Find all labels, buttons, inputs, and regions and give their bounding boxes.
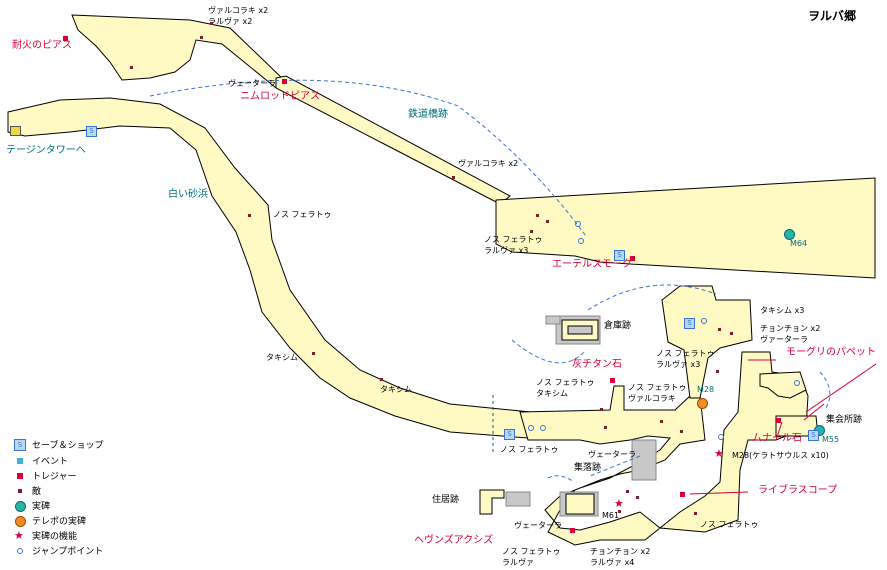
treasure-taika: 耐火のピアス <box>12 40 72 51</box>
treasure-haitan: 灰チタン石 <box>572 359 622 370</box>
legend-mechanism: ★ 実碑の機能 <box>14 529 77 542</box>
mechanism-star-icon: ★ <box>714 447 724 460</box>
legend-jump-label: ジャンプポイント <box>32 547 104 557</box>
monument-m61-label: M61 <box>602 511 620 520</box>
enemy-label: タキシム <box>536 389 568 398</box>
legend-enemy-label: 敵 <box>32 487 42 497</box>
jump-point-icon <box>14 545 26 557</box>
treasure-icon <box>776 418 781 423</box>
enemy-label: ノス フェラトゥ <box>500 445 559 454</box>
jump-routes <box>149 79 831 483</box>
enemy-label: ヴェーターラ <box>228 79 276 88</box>
shukaijo-wing <box>759 371 807 399</box>
treasure-icon <box>610 378 615 383</box>
treasure-library: ライブラスコープ <box>758 485 838 496</box>
legend-treasure: トレジャー <box>14 469 77 482</box>
building-interiors <box>479 319 599 515</box>
save-shop-icon: S <box>14 438 26 451</box>
exit-marker-icon <box>10 126 21 136</box>
treasure-icon <box>570 528 575 533</box>
area-shiroi: 白い砂浜 <box>168 189 208 200</box>
enemy-label: ノス フェラトゥ <box>656 349 715 358</box>
enemy-label: ラルヴァ <box>502 558 534 567</box>
legend-event-label: イベント <box>32 457 69 467</box>
enemy-label: ヴェーターラ <box>588 450 636 459</box>
enemy-label: ヴァルコラキ <box>628 394 676 403</box>
area-shukaijo: 集会所跡 <box>826 415 863 425</box>
treasure-icon <box>63 36 68 41</box>
legend-teleport: テレポの実碑 <box>14 514 86 527</box>
mechanism-star-icon: ★ <box>14 528 24 542</box>
enemy-label: ノス フェラトゥ <box>628 383 687 392</box>
legend-treasure-label: トレジャー <box>32 472 77 482</box>
treasure-icon <box>282 79 287 84</box>
treasure-icon <box>680 492 685 497</box>
enemy-label: ヴァルコラキ x2 <box>458 159 519 168</box>
enemy-label: ノス フェラトゥ <box>536 378 595 387</box>
page-title: ヲルバ郷 <box>808 9 857 23</box>
treasure-icon <box>14 470 26 482</box>
enemy-label: ラルヴァ x3 <box>656 360 701 369</box>
area-tetsudo: 鉄道橋跡 <box>408 109 448 120</box>
walkable-ground <box>7 14 876 546</box>
mechanism-star-icon: ★ <box>614 497 624 510</box>
legend-mechanism-label: 実碑の機能 <box>32 532 78 542</box>
save-shop-icon: S <box>684 318 695 329</box>
monument-m28-icon <box>697 398 708 409</box>
legend-monument-label: 実碑 <box>32 502 51 512</box>
monument-m55-label: M55 <box>822 435 840 444</box>
monument-m64-label: M64 <box>790 239 808 248</box>
enemy-label: ノス フェラトゥ <box>502 547 561 556</box>
enemy-label: ヴァーターラ <box>760 335 808 344</box>
treasure-moogle: モーグリのパペット <box>786 347 876 358</box>
enemy-label: タキシム <box>266 353 298 362</box>
enemy-label: ノス フェラトゥ <box>273 210 332 219</box>
enemy-label: ラルヴァ x4 <box>590 558 635 567</box>
legend-save-label: セーブ＆ショップ <box>32 441 104 451</box>
legend-monument: 実碑 <box>14 499 50 512</box>
save-shop-icon: S <box>614 250 625 261</box>
enemy-label: ノス フェラトゥ <box>484 235 543 244</box>
monument-icon <box>14 500 26 512</box>
area-jukyo: 住居跡 <box>432 495 460 505</box>
legend-save: S セーブ＆ショップ <box>14 438 103 451</box>
enemy-label: タキシム <box>380 385 412 394</box>
treasure-heavens: ヘヴンズアクシズ <box>414 535 494 546</box>
monument-m64-icon <box>784 229 795 240</box>
leader-lines <box>689 359 877 495</box>
save-shop-icon: S <box>504 429 515 440</box>
enemy-label: ラルヴァ x3 <box>484 246 529 255</box>
teleport-monument-icon <box>14 515 26 527</box>
enemy-label: ヴェーターラ <box>514 521 562 530</box>
legend-teleport-label: テレポの実碑 <box>32 517 87 527</box>
save-shop-icon: S <box>86 126 97 137</box>
legend-event: イベント <box>14 454 68 467</box>
area-souko: 倉庫跡 <box>604 321 632 331</box>
treasure-nimrod: ニムロッドピアス <box>240 91 320 102</box>
legend-enemy: 敵 <box>14 484 41 497</box>
enemy-label: ラルヴァ x2 <box>208 17 253 26</box>
enemy-label: チョンチョン x2 <box>760 324 821 333</box>
enemy-label: タキシム x3 <box>760 306 805 315</box>
save-shop-icon: S <box>808 430 819 441</box>
legend-jump: ジャンプポイント <box>14 544 103 557</box>
enemy-label: チョンチョン x2 <box>590 547 651 556</box>
treasure-ether: エーテルスモーク <box>552 259 632 270</box>
event-icon <box>14 455 26 467</box>
enemy-label: ヴァルコラキ x2 <box>208 6 269 15</box>
monument-m28-label: M28 <box>697 385 715 394</box>
monument-m28b-label: M28(ケラトサウルス x10) <box>732 451 829 460</box>
treasure-icon <box>630 256 635 261</box>
treasure-munar: ムナール石 <box>752 433 802 444</box>
enemy-label: ノス フェラトゥ <box>700 520 759 529</box>
enemy-icon <box>14 485 26 497</box>
exit-tejin: テージンタワーへ <box>6 145 86 156</box>
area-shuraku: 集落跡 <box>574 463 602 473</box>
